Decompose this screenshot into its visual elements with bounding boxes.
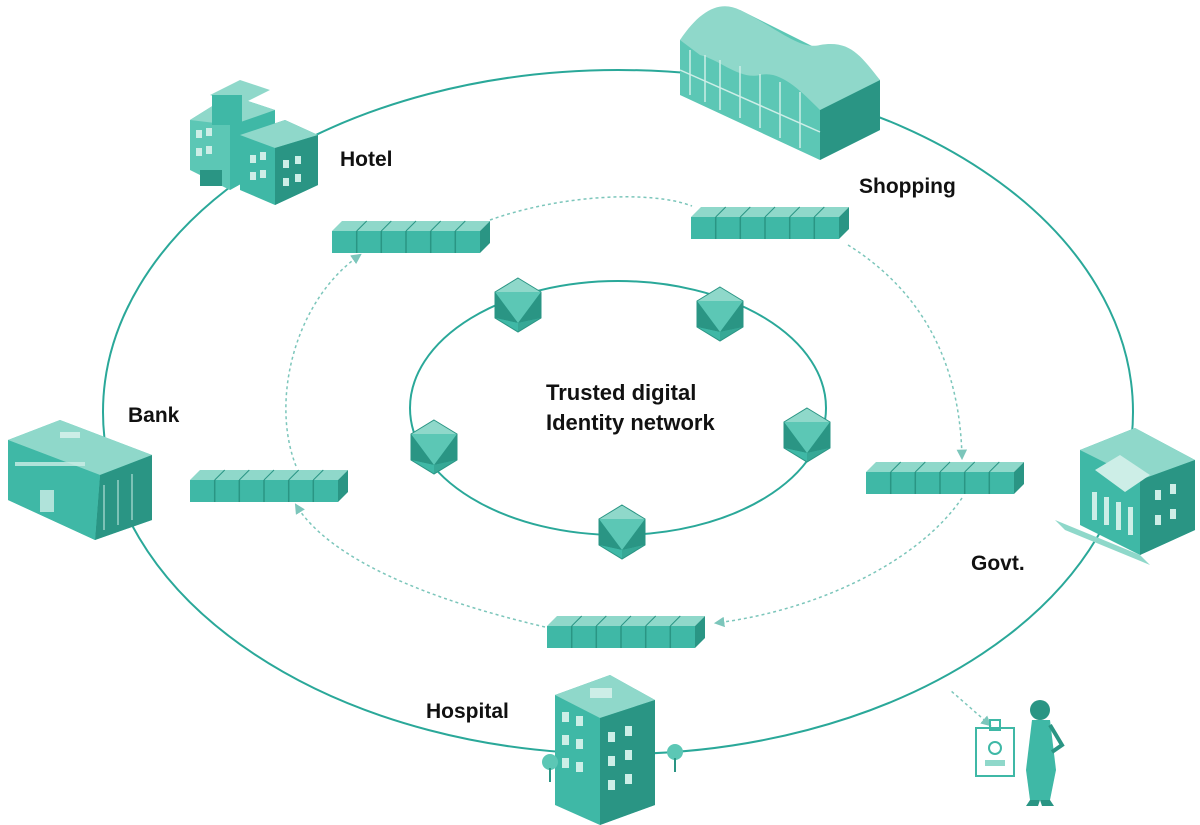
network-node-icon (494, 277, 542, 333)
network-node-icon (696, 286, 744, 342)
shopping-mall-icon (679, 6, 880, 160)
bank-label: Bank (128, 404, 180, 427)
blockchain-block-icon (331, 220, 491, 254)
network-title-line1: Trusted digital (546, 380, 697, 405)
network-title-line2: Identity network (546, 410, 715, 435)
blockchain-block-icon (690, 206, 850, 240)
shopping-label: Shopping (859, 175, 956, 198)
data-flow-arrows (285, 196, 968, 628)
network-node-icon (598, 504, 646, 560)
hotel-building-icon (190, 80, 318, 205)
hospital-label: Hospital (426, 700, 509, 723)
government-building-icon (1055, 428, 1195, 565)
network-node-icon (783, 407, 831, 463)
bank-building-icon (8, 420, 152, 540)
person-with-id-card-icon (949, 689, 1065, 806)
network-node-icon (410, 419, 458, 475)
blockchain-block-icon (546, 615, 706, 649)
blockchain-block-icon (865, 461, 1025, 495)
govt-label: Govt. (971, 552, 1025, 575)
hotel-label: Hotel (340, 148, 393, 171)
blockchain-block-icon (189, 469, 349, 503)
hospital-building-icon (542, 675, 683, 825)
network-title: Trusted digital Identity network (500, 378, 780, 438)
